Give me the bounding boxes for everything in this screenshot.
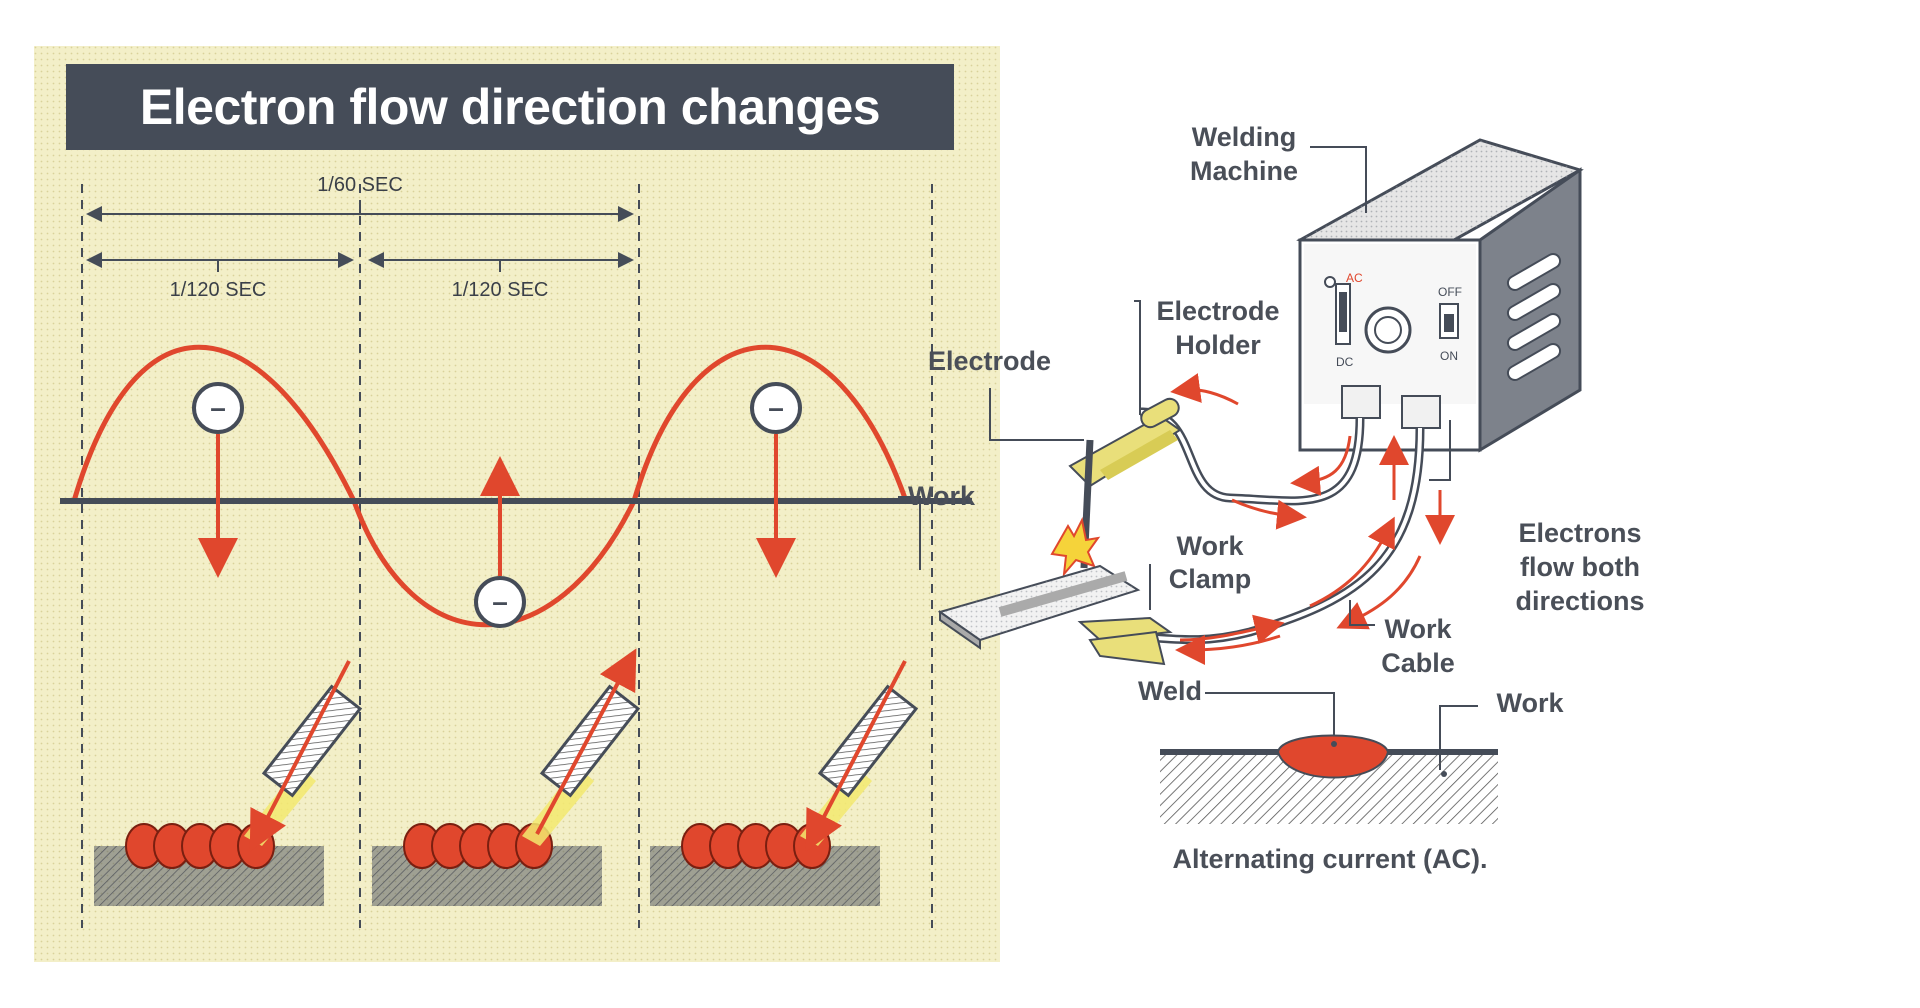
caption: Alternating current (AC). xyxy=(1172,844,1487,874)
off-label: OFF xyxy=(1438,285,1462,299)
title-banner: Electron flow direction changes xyxy=(66,64,954,150)
weld-illustration-1 xyxy=(94,660,363,906)
ac-waveform-panel: 1/60 SEC 1/120 SEC 1/120 SEC – – – xyxy=(34,46,1000,962)
work-terminal xyxy=(1401,395,1441,429)
weld-illustration-2 xyxy=(372,648,641,906)
weld-cross-section xyxy=(1160,734,1498,824)
current-flow-arrows xyxy=(1170,373,1455,665)
waveform-diagram: 1/60 SEC 1/120 SEC 1/120 SEC – – – xyxy=(34,46,1000,962)
svg-text:–: – xyxy=(768,392,784,423)
label-work-clamp-2: Clamp xyxy=(1169,564,1252,594)
diagram-labels: Welding Machine Electrode Holder Electro… xyxy=(908,122,1645,874)
electron-3: – xyxy=(750,382,802,578)
label-electrons-3: directions xyxy=(1515,586,1644,616)
label-electrode-holder-1: Electrode xyxy=(1156,296,1279,326)
period-dividers xyxy=(81,184,933,928)
electrode-terminal xyxy=(1341,385,1381,419)
welding-machine: AC DC OFF ON xyxy=(1296,138,1584,453)
ac-label: AC xyxy=(1346,271,1363,285)
label-electrode: Electrode xyxy=(928,346,1051,376)
work-clamp xyxy=(1077,616,1173,666)
weld-bead xyxy=(1276,734,1390,779)
label-welding-machine-1: Welding xyxy=(1192,122,1297,152)
label-electrode-holder-2: Holder xyxy=(1175,330,1261,360)
electron-1: – xyxy=(192,382,244,578)
electrode-holder xyxy=(1068,397,1182,488)
dc-label: DC xyxy=(1336,355,1354,369)
label-welding-machine-2: Machine xyxy=(1190,156,1298,186)
sine-wave xyxy=(71,344,909,628)
full-period-label: 1/60 SEC xyxy=(317,174,403,196)
label-electrons-1: Electrons xyxy=(1518,518,1641,548)
label-work-cable-1: Work xyxy=(1384,614,1452,644)
vent-slots xyxy=(1506,253,1562,381)
callout-lines xyxy=(898,146,1478,770)
half-period-label-1: 1/120 SEC xyxy=(170,279,267,301)
svg-text:–: – xyxy=(210,392,226,423)
label-weld: Weld xyxy=(1138,676,1202,706)
period-arrows xyxy=(86,204,634,272)
electron-2: – xyxy=(474,456,526,628)
label-electrons-2: flow both xyxy=(1520,552,1640,582)
page-title: Electron flow direction changes xyxy=(139,79,881,135)
half-period-label-2: 1/120 SEC xyxy=(452,279,549,301)
work-piece xyxy=(937,564,1141,650)
label-work: Work xyxy=(908,481,976,511)
label-work-cable-2: Cable xyxy=(1381,648,1455,678)
arc-flash xyxy=(1050,516,1101,578)
label-work-bottom: Work xyxy=(1496,688,1564,718)
welding-setup-diagram: AC DC OFF ON xyxy=(898,122,1645,874)
on-label: ON xyxy=(1440,349,1458,363)
svg-text:–: – xyxy=(492,586,508,617)
weld-illustration-3 xyxy=(650,660,919,906)
label-work-clamp-1: Work xyxy=(1176,531,1244,561)
